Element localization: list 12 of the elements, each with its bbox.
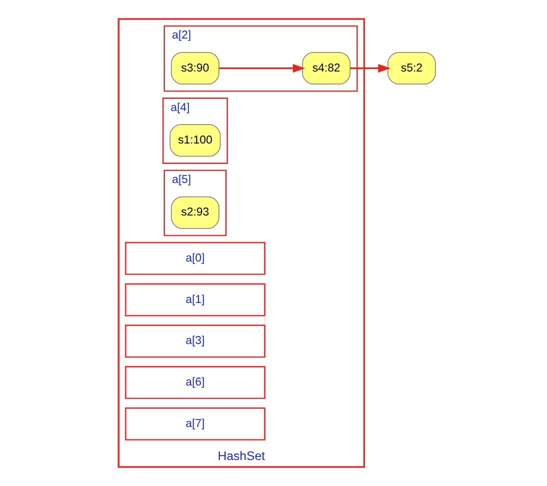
node-box: a[6] xyxy=(124,366,266,400)
node-box: a[7] xyxy=(124,407,266,440)
node-box: a[3] xyxy=(124,324,266,358)
node-box: s2:93 xyxy=(170,196,220,229)
node-box: s4:82 xyxy=(302,52,351,85)
node-box: a[0] xyxy=(124,242,266,275)
node-box: s1:100 xyxy=(170,124,221,157)
arrow xyxy=(350,64,390,73)
arrow xyxy=(219,64,306,73)
node-box: s5:2 xyxy=(388,52,436,85)
node-box: s3:90 xyxy=(170,52,220,85)
node-box: a[1] xyxy=(124,283,266,316)
